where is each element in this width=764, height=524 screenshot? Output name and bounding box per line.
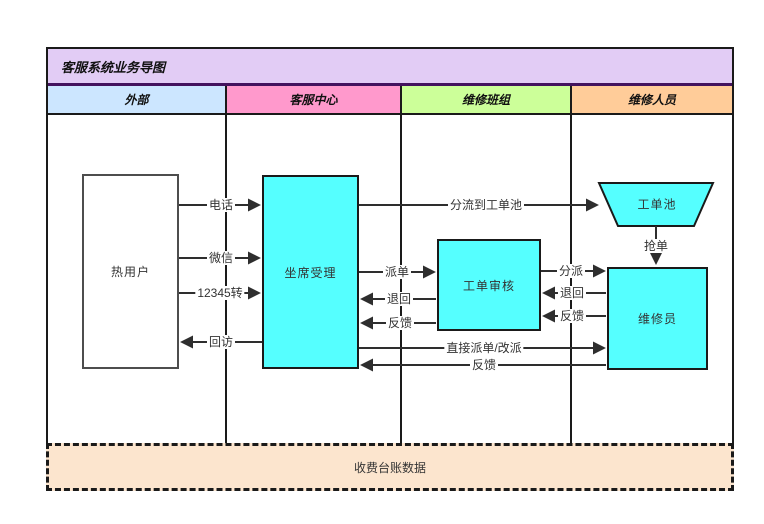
lane-bodies [48, 115, 732, 443]
flow-label-dispatch: 派单 [382, 265, 412, 279]
node-hot-user: 热用户 [82, 174, 179, 369]
ledger-strip: 收费台账数据 [46, 443, 734, 491]
flow-label-assign: 分派 [556, 264, 586, 278]
flow-label-direct-dispatch: 直接派单/改派 [444, 341, 524, 355]
flow-label-split-to-pool: 分流到工单池 [447, 198, 525, 212]
lane-body-repair-team [402, 115, 572, 443]
flow-label-phone: 电话 [206, 198, 236, 212]
lane-header-row: 外部 客服中心 维修班组 维修人员 [48, 86, 732, 115]
flow-label-callback: 回访 [206, 335, 236, 349]
flow-label-feedback-direct: 反馈 [469, 358, 499, 372]
ledger-label: 收费台账数据 [353, 460, 426, 475]
diagram-title-bar: 客服系统业务导图 [48, 49, 732, 86]
flow-label-12345-transfer: 12345转 [195, 286, 245, 300]
node-order-pool-label: 工单池 [637, 197, 677, 212]
swimlane-frame: 客服系统业务导图 外部 客服中心 维修班组 维修人员 [46, 47, 734, 443]
node-seat-accept: 坐席受理 [262, 175, 359, 369]
lane-body-service-center [227, 115, 402, 443]
lane-header-repair-team: 维修班组 [402, 86, 572, 115]
diagram-title: 客服系统业务导图 [61, 59, 166, 75]
flow-label-feedback-to-review: 反馈 [557, 309, 587, 323]
flow-label-wechat: 微信 [206, 251, 236, 265]
lane-body-external [48, 115, 227, 443]
flow-label-return-to-seat: 退回 [384, 292, 414, 306]
node-order-review: 工单审核 [437, 239, 541, 331]
lane-header-repair-staff: 维修人员 [572, 86, 732, 115]
flow-label-grab-order: 抢单 [641, 239, 671, 253]
flow-label-return-to-review: 退回 [557, 286, 587, 300]
lane-header-external: 外部 [48, 86, 227, 115]
flow-label-feedback-to-seat: 反馈 [385, 316, 415, 330]
lane-header-service-center: 客服中心 [227, 86, 402, 115]
node-repairman: 维修员 [607, 267, 708, 370]
